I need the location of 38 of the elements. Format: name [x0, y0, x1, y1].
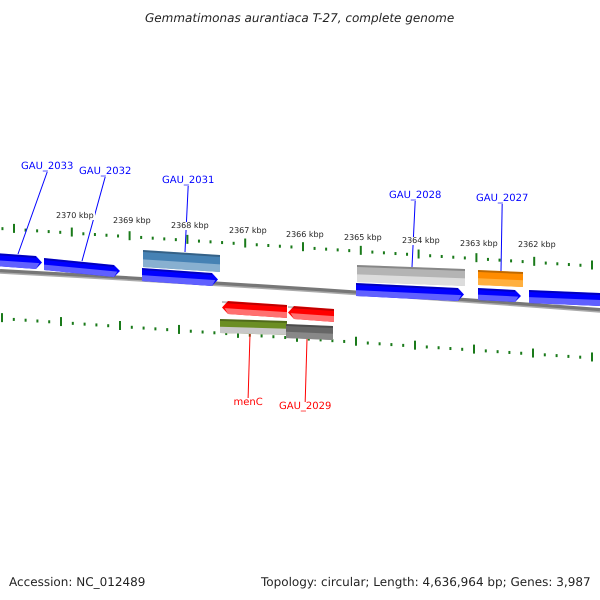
gene-label: GAU_2032 [79, 167, 132, 177]
tick-label: 2368 kbp [170, 222, 210, 230]
leader-line [412, 200, 416, 268]
tick-label: 2363 kbp [459, 240, 499, 248]
gene-label: GAU_2027 [476, 194, 528, 204]
tick-label: 2366 kbp [285, 231, 325, 239]
accession-text: Accession: NC_012489 [9, 576, 146, 588]
feature-bar [357, 265, 465, 286]
tick-label: 2369 kbp [112, 217, 152, 225]
gene-feature [529, 290, 600, 306]
genome-summary-text: Topology: circular; Length: 4,636,964 bp; Genes: 3,987 [261, 576, 591, 588]
feature-bar [286, 324, 333, 340]
feature-bar [478, 270, 523, 287]
tick-label: 2365 kbp [343, 234, 383, 242]
gene-label: GAU_2028 [389, 191, 442, 201]
leader-line [248, 334, 250, 398]
title: Gemmatimonas aurantiaca T-27, complete genome [145, 12, 454, 24]
gene-label: menC [234, 398, 263, 408]
leader-line [18, 172, 48, 254]
gene-feature [222, 301, 287, 318]
leader-line [304, 338, 308, 402]
feature-bar [143, 250, 220, 272]
gene-feature [478, 288, 521, 302]
feature-bar [220, 319, 287, 335]
gene-label: GAU_2033 [21, 162, 74, 172]
tick-label: 2370 kbp [55, 212, 95, 220]
gene-feature [44, 258, 120, 277]
gene-feature [288, 306, 334, 322]
tick-label: 2364 kbp [401, 237, 441, 245]
leader-line [82, 176, 106, 262]
tick-label: 2362 kbp [517, 241, 557, 249]
gene-label: GAU_2031 [162, 176, 214, 186]
gene-label: GAU_2029 [279, 402, 332, 412]
gene-feature [356, 283, 464, 301]
gene-feature [142, 268, 218, 286]
tick-label: 2367 kbp [228, 227, 268, 235]
leader-line [184, 186, 189, 252]
gene-feature [0, 253, 42, 269]
